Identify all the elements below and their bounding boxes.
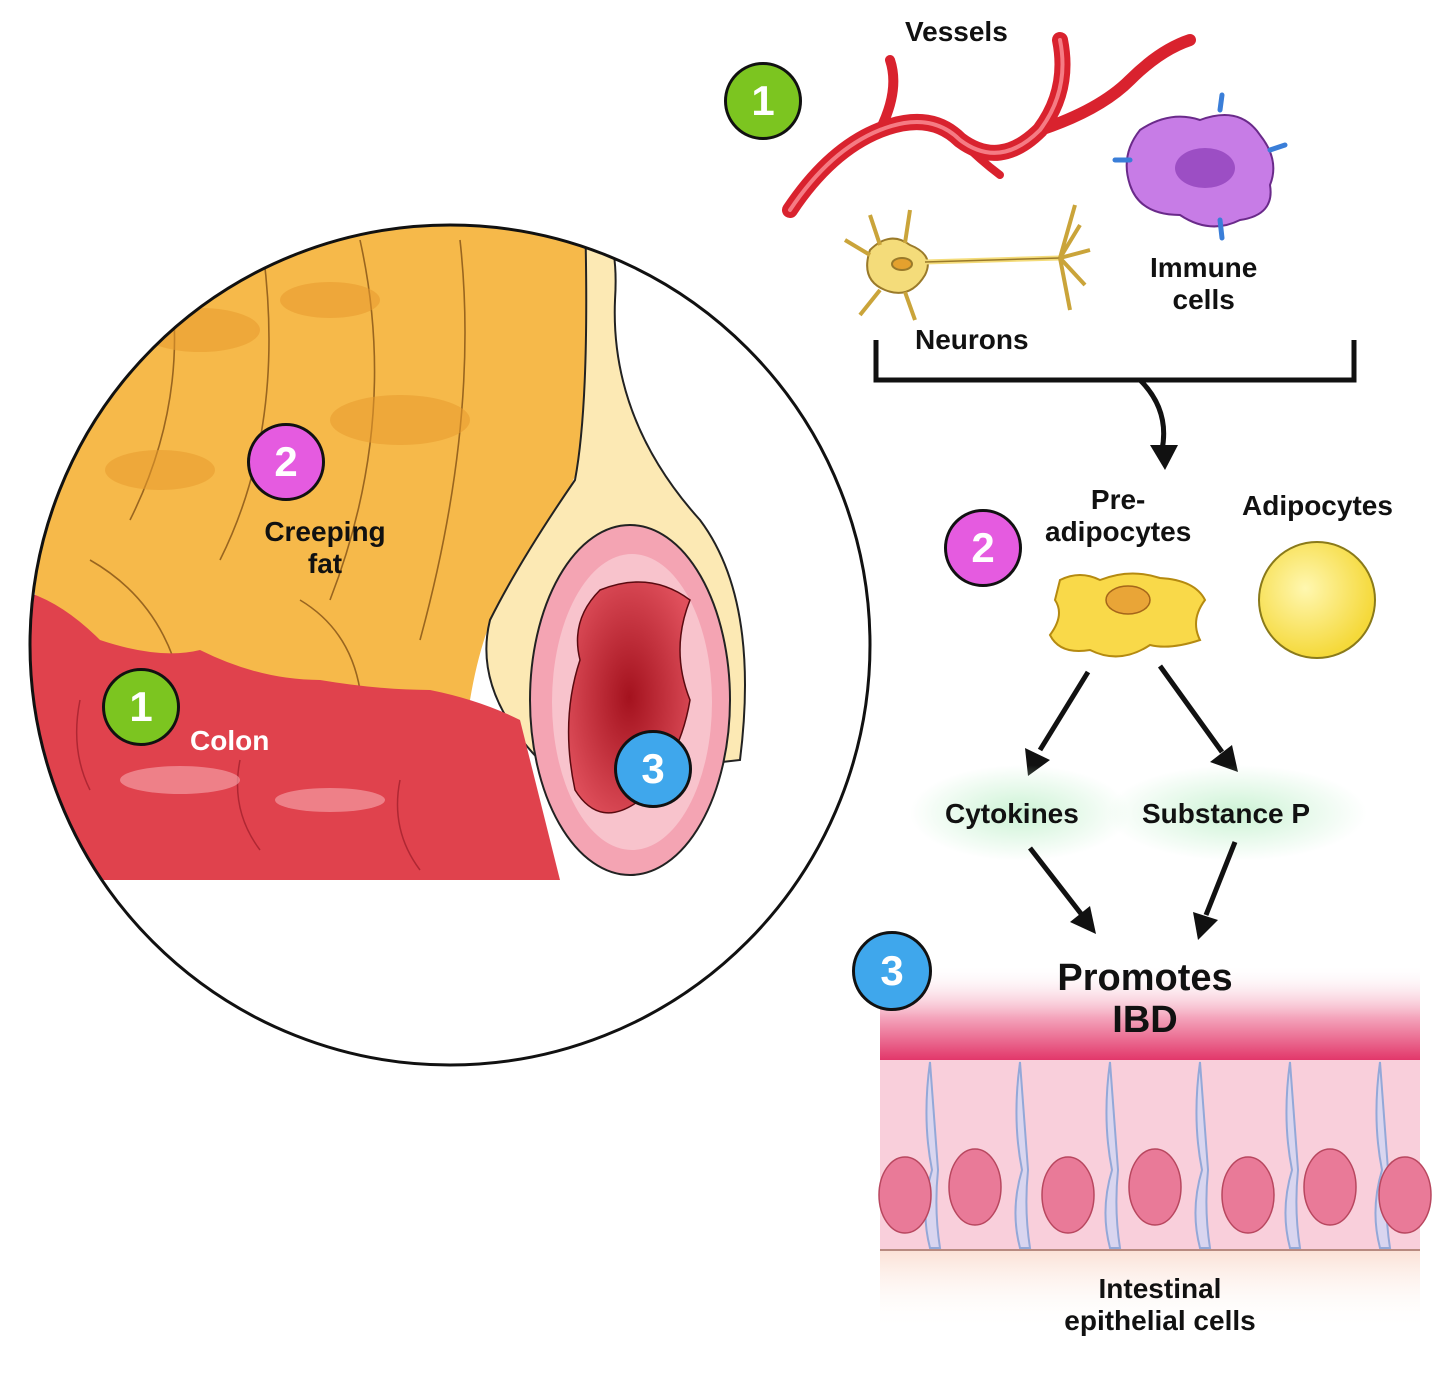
label-intestinal-epithelial-cells: Intestinal epithelial cells [1050,1273,1270,1337]
bracket [873,340,1357,383]
vessels-icon [782,32,1196,218]
cell-nucleus [1221,1156,1275,1234]
label-promotes-ibd: Promotes IBD [1040,957,1250,1042]
arrow-substance-p-to-ibd [1193,841,1238,940]
badge-2-fat: 2 [247,423,325,501]
cell-nucleus [1378,1156,1432,1234]
colon-shape [30,590,560,880]
label-preadipocytes: Pre- adipocytes [1045,484,1191,548]
label-promotes-line1: Promotes [1057,957,1233,999]
arrow-to-substance-p [1157,664,1238,772]
magnification-circle [28,223,872,1067]
immune-cell-icon [1112,92,1288,241]
badge-3-epithelium: 3 [852,931,932,1011]
label-immune-line1: Immune [1150,252,1258,283]
label-immune-cells: Immune cells [1150,252,1257,316]
label-promotes-line2: IBD [1112,998,1178,1041]
cell-nucleus [1041,1156,1095,1234]
cell-border [1194,1061,1212,1249]
label-intestinal-line1: Intestinal [1098,1273,1222,1304]
cell-nucleus [1128,1148,1182,1226]
label-substance-p: Substance P [1142,798,1311,829]
neuron-icon [843,204,1091,321]
label-intestinal-line2: epithelial cells [1064,1305,1256,1337]
label-adipocytes: Adipocytes [1242,490,1393,521]
badge-1-colon: 1 [102,668,180,746]
cell-nucleus [1303,1148,1357,1226]
label-colon: Colon [190,725,270,756]
label-creeping-line1: Creeping [264,516,386,547]
substance-p-glow [1107,765,1367,861]
label-neurons: Neurons [915,324,1029,355]
cell-border [1104,1061,1122,1249]
cytokines-glow [910,765,1130,861]
cell-border [1014,1061,1032,1249]
arrow-to-preadipocytes [1138,378,1178,470]
label-pre-line1: Pre- [1090,484,1146,515]
adipocyte-icon [1258,541,1376,659]
label-pre-line2: adipocytes [1045,516,1192,548]
badge-3-lumen: 3 [614,730,692,808]
label-creeping-fat: Creeping fat [250,516,400,580]
arrow-cytokines-to-ibd [1028,846,1096,934]
cell-border [1284,1061,1302,1249]
cell-nucleus [948,1148,1002,1226]
preadipocyte-icon [1048,572,1207,658]
badge-1-top: 1 [724,62,802,140]
label-immune-line2: cells [1172,284,1235,316]
label-creeping-line2: fat [307,548,343,580]
label-vessels: Vessels [905,16,1008,47]
badge-2-preadipocytes: 2 [944,509,1022,587]
cell-nucleus [878,1156,932,1234]
label-cytokines: Cytokines [945,798,1079,829]
arrow-to-cytokines [1025,670,1091,776]
intestinal-epithelium [878,965,1432,1330]
